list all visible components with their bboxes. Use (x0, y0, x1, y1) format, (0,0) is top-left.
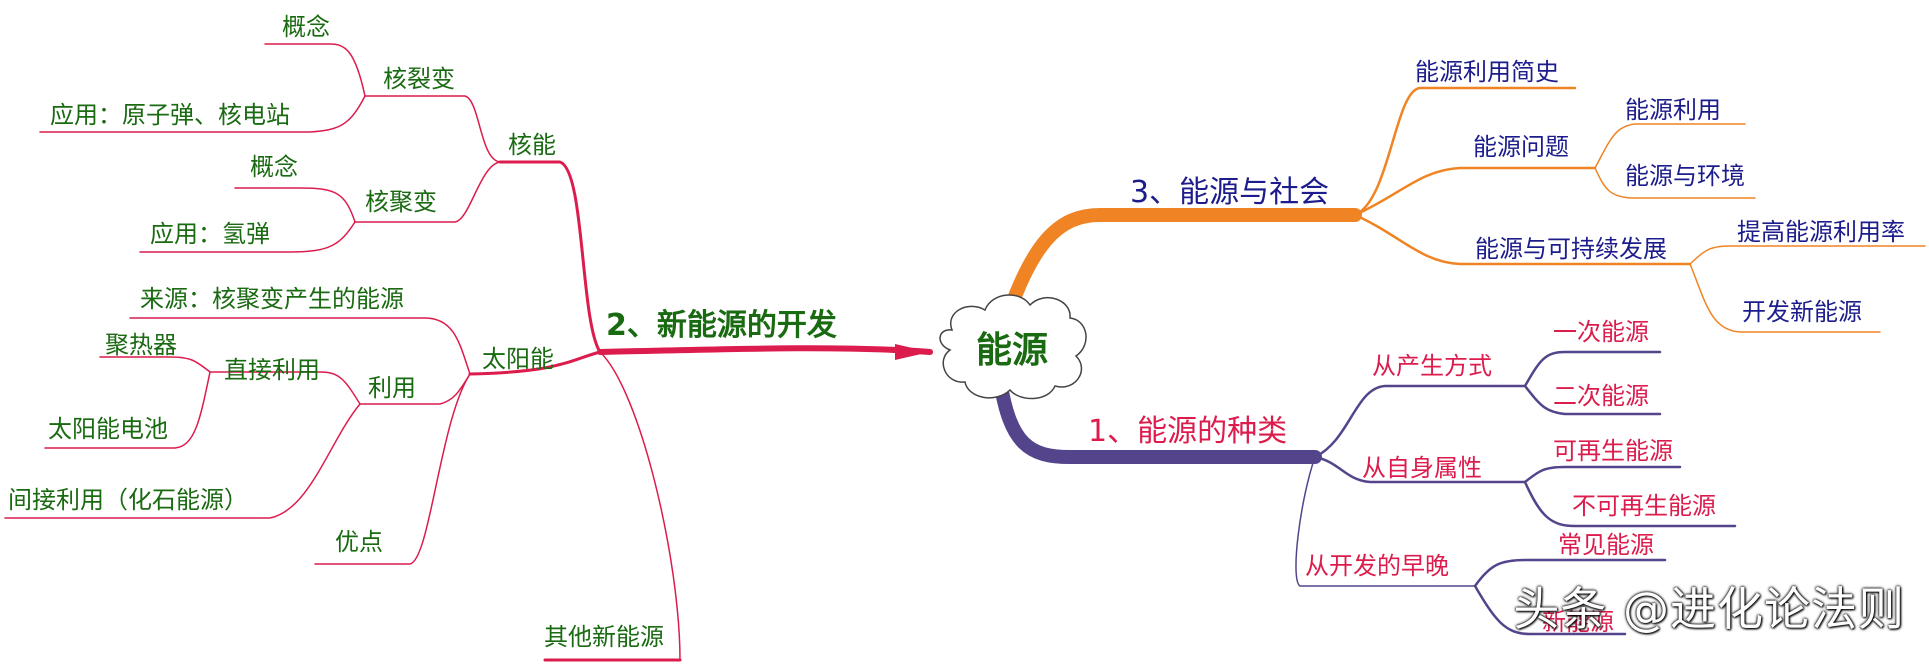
fission-app-label: 应用：原子弹、核电站 (50, 101, 290, 129)
line-problem (1353, 166, 1597, 217)
solar-label: 太阳能 (482, 345, 554, 373)
nuclear-label: 核能 (508, 131, 556, 159)
line-collector (99, 356, 211, 373)
other-label: 其他新能源 (544, 623, 664, 651)
common-label: 常见能源 (1558, 531, 1654, 559)
line-other (544, 351, 681, 661)
fusion-label: 核聚变 (365, 188, 437, 216)
nonrenewable-label: 不可再生能源 (1572, 492, 1716, 520)
line-fission-app (39, 95, 366, 133)
fission-label: 核裂变 (383, 65, 455, 93)
line-fusion-concept (234, 187, 356, 223)
line-cell (44, 371, 211, 449)
center-cloud: 能源 (939, 294, 1087, 400)
line-sustain (1353, 213, 1692, 266)
branch-1-labels: 1、能源的种类 从产生方式 一次能源 二次能源 从自身属性 可再生能源 不可再生… (1088, 318, 1716, 636)
line-direct (209, 371, 361, 405)
line-nuclear (498, 160, 602, 354)
use3-label: 能源利用 (1625, 96, 1721, 124)
line-fission-concept (264, 43, 366, 97)
by-origin-label: 从产生方式 (1372, 352, 1492, 380)
line-use3 (1594, 123, 1746, 169)
line-solar (468, 350, 602, 376)
line-primary (1523, 350, 1662, 388)
fusion-concept-label: 概念 (250, 153, 298, 181)
line-env (1594, 167, 1756, 199)
line-nonrenewable (1523, 480, 1737, 528)
line-fission (364, 95, 501, 163)
branch-2-labels: 2、新能源的开发 核能 核裂变 概念 应用：原子弹、核电站 核聚变 概念 应用：… (8, 13, 837, 651)
line-secondary (1523, 384, 1662, 416)
branch-1-lines (993, 350, 1737, 636)
line-indirect (4, 403, 361, 519)
cloud-shape (939, 294, 1087, 400)
new-label: 新能源 (1542, 608, 1614, 636)
branch-3-labels: 3、能源与社会 能源利用简史 能源问题 能源利用 能源与环境 能源与可持续发展 … (1130, 58, 1905, 326)
env-label: 能源与环境 (1625, 162, 1745, 190)
line-origin (1313, 384, 1527, 459)
line-history (1353, 86, 1577, 217)
history-label: 能源利用简史 (1415, 58, 1559, 86)
line-fusion (354, 161, 501, 223)
primary-label: 一次能源 (1553, 318, 1649, 346)
line-develop (1689, 263, 1881, 333)
secondary-label: 二次能源 (1553, 382, 1649, 410)
branch-2-lines (4, 43, 933, 662)
fusion-app-label: 应用：氢弹 (150, 220, 270, 248)
line-solar-source (129, 317, 471, 375)
line-fusion-app (139, 221, 356, 253)
renewable-label: 可再生能源 (1553, 437, 1673, 465)
use-label: 利用 (368, 374, 416, 402)
sustain-label: 能源与可持续发展 (1475, 235, 1667, 263)
by-time-label: 从开发的早晚 (1305, 552, 1449, 580)
cell-label: 太阳能电池 (48, 415, 168, 443)
line-time (1295, 456, 1476, 587)
branch-3-title: 3、能源与社会 (1130, 175, 1329, 210)
direct-label: 直接利用 (224, 356, 320, 384)
develop-label: 开发新能源 (1742, 298, 1862, 326)
indirect-label: 间接利用（化石能源） (8, 486, 248, 514)
watermark: 头条 @进化论法则 (1513, 582, 1905, 636)
branch-2-title: 2、新能源的开发 (606, 308, 837, 343)
fission-concept-label: 概念 (282, 13, 330, 41)
branch-2-main-line (597, 345, 933, 355)
line-common (1473, 558, 1667, 588)
center-label: 能源 (976, 330, 1048, 371)
line-advantage (314, 373, 471, 565)
line-renewable (1523, 465, 1682, 484)
line-efficiency (1689, 245, 1926, 265)
advantage-label: 优点 (335, 528, 383, 556)
line-new (1473, 584, 1627, 636)
line-attr (1313, 455, 1527, 484)
by-attr-label: 从自身属性 (1362, 454, 1482, 482)
branch-2-arrow (895, 344, 930, 360)
problem-label: 能源问题 (1473, 133, 1569, 161)
collector-label: 聚热器 (105, 331, 177, 359)
branch-1-title: 1、能源的种类 (1088, 414, 1287, 449)
efficiency-label: 提高能源利用率 (1737, 218, 1905, 246)
branch-1-main-line (993, 373, 1322, 464)
solar-source-label: 来源：核聚变产生的能源 (140, 285, 404, 313)
